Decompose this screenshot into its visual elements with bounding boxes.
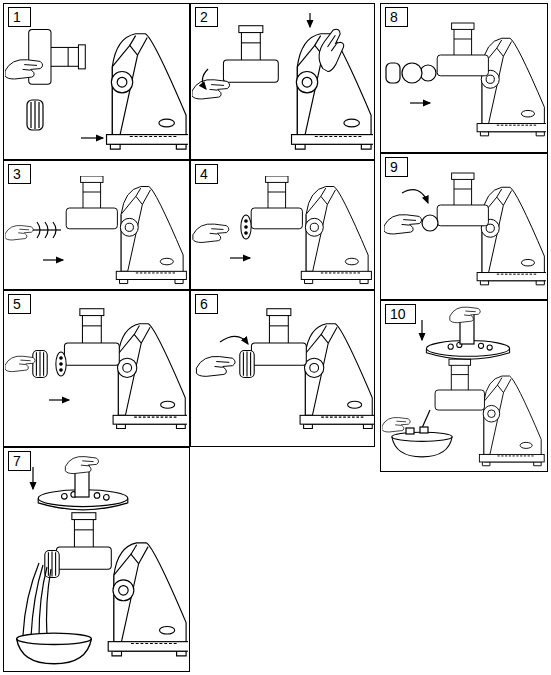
step-number-box: 8	[385, 7, 408, 27]
step-panel: 8	[380, 3, 548, 153]
step-panel: 1	[3, 3, 190, 160]
step-number: 10	[390, 306, 406, 322]
step-number: 7	[13, 453, 21, 469]
step-number-box: 7	[8, 451, 31, 471]
step-number-box: 10	[385, 304, 416, 324]
step-number-box: 3	[8, 164, 31, 184]
step-number-box: 6	[195, 294, 218, 314]
step-panel: 3	[3, 160, 190, 290]
step-number-box: 9	[385, 157, 408, 177]
step-number: 1	[13, 9, 21, 25]
step-number: 2	[200, 9, 208, 25]
step-panel: 4	[190, 160, 375, 290]
step-number-box: 5	[8, 294, 31, 314]
step-number-box: 4	[195, 164, 218, 184]
step-panel: 9	[380, 153, 548, 300]
step-number: 4	[200, 166, 208, 182]
step-number-box: 2	[195, 7, 218, 27]
step-panel: 2	[190, 3, 375, 160]
step-panel: 6	[190, 290, 375, 447]
step-number: 6	[200, 296, 208, 312]
step-panel: 5	[3, 290, 190, 447]
step-panel: 7	[3, 447, 190, 672]
step-number-box: 1	[8, 7, 31, 27]
step-panel: 10	[380, 300, 548, 472]
step-number: 9	[390, 159, 398, 175]
step-number: 3	[13, 166, 21, 182]
step-number: 5	[13, 296, 21, 312]
step-number: 8	[390, 9, 398, 25]
